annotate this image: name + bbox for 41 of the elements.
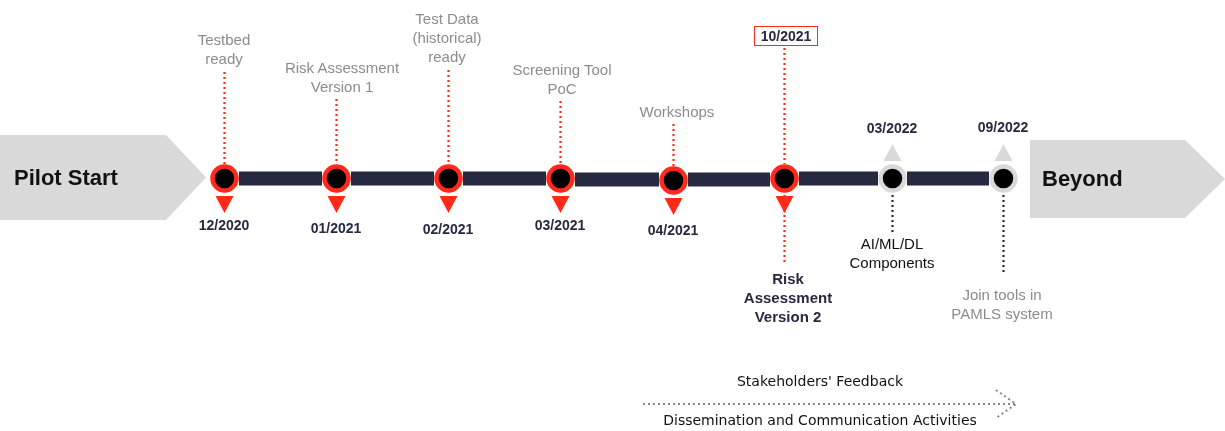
milestone-label: Join tools in PAMLS system xyxy=(942,274,1062,334)
milestone-pin xyxy=(770,164,799,213)
leader-line xyxy=(1002,195,1005,274)
milestone-label: Workshops xyxy=(627,100,727,122)
date-label: 10/2021 xyxy=(754,26,818,46)
end-arrow: Beyond xyxy=(1030,140,1225,218)
activity-label: Stakeholders' Feedback xyxy=(737,373,903,389)
milestone-pin xyxy=(546,164,575,213)
leader-line xyxy=(223,72,226,164)
activity-label: Dissemination and Communication Activities xyxy=(663,412,977,428)
leader-line xyxy=(672,124,675,166)
milestone-label: Risk Assessment Version 1 xyxy=(272,57,412,97)
date-label: 09/2022 xyxy=(977,119,1029,135)
leader-line xyxy=(559,101,562,164)
timeline-bar xyxy=(463,171,546,186)
leader-line xyxy=(335,99,338,164)
timeline-bar xyxy=(688,172,770,187)
leader-line xyxy=(783,48,786,164)
timeline-bar xyxy=(239,171,322,186)
milestone-label: Screening Tool PoC xyxy=(497,59,627,99)
date-label: 03/2022 xyxy=(866,120,918,136)
milestone-pin xyxy=(878,144,907,193)
timeline-bar xyxy=(575,172,659,187)
date-label: 12/2020 xyxy=(198,217,250,233)
leader-line xyxy=(783,195,786,264)
milestone-pin xyxy=(322,164,351,213)
date-label: 04/2021 xyxy=(647,222,699,238)
milestone-pin xyxy=(434,164,463,213)
timeline-bar xyxy=(907,171,989,186)
start-chevron: Pilot Start xyxy=(0,135,206,220)
leader-line xyxy=(891,195,894,234)
milestone-pin xyxy=(659,166,688,215)
leader-line xyxy=(447,70,450,164)
milestone-pin xyxy=(210,164,239,213)
milestone-pin xyxy=(989,144,1018,193)
date-label: 02/2021 xyxy=(422,221,474,237)
date-label: 03/2021 xyxy=(534,217,586,233)
milestone-label: Testbed ready xyxy=(184,28,264,70)
date-label: 01/2021 xyxy=(310,220,362,236)
timeline-bar xyxy=(799,171,878,186)
timeline-bar xyxy=(351,171,434,186)
